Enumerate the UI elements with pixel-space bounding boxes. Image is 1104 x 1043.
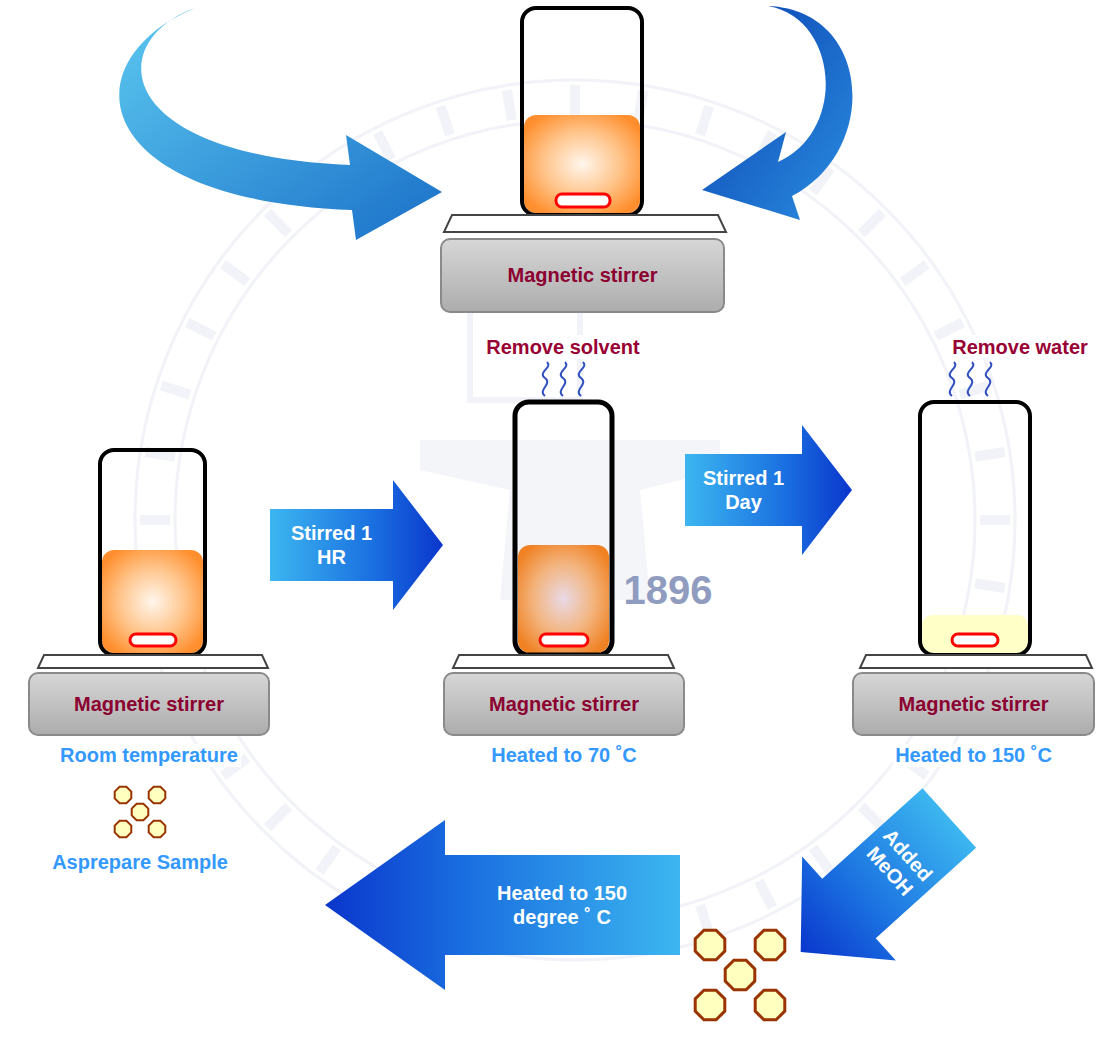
- process-note: Remove water: [949, 335, 1091, 359]
- crystal: [149, 821, 166, 838]
- device-label: Magnetic stirrer: [74, 693, 224, 716]
- beaker: [38, 450, 268, 668]
- stirrer-box: Magnetic stirrer: [440, 238, 725, 313]
- condition-caption: Heated to 150 ˚C: [892, 744, 1055, 767]
- arrow-label: Added MeOH: [852, 815, 945, 911]
- device-label: Magnetic stirrer: [507, 264, 657, 287]
- watermark-ray: [441, 106, 450, 135]
- process-arrow: [325, 820, 680, 990]
- crystal: [755, 930, 785, 960]
- crystal: [115, 787, 132, 804]
- crystal: [725, 960, 755, 990]
- watermark-text: 1896: [621, 566, 716, 614]
- stirrer-box: Magnetic stirrerHeated to 70 ˚C: [443, 672, 685, 736]
- watermark-ray: [223, 264, 247, 282]
- device-label: Magnetic stirrer: [489, 693, 639, 716]
- arrow-label: Stirred 1 HR: [282, 521, 382, 569]
- process-arrow: [270, 480, 443, 610]
- crystal-icon: [695, 930, 785, 1020]
- rotation-arrow: [119, 8, 442, 240]
- condition-caption: Heated to 70 ˚C: [488, 744, 640, 767]
- crystal: [695, 930, 725, 960]
- watermark-ray: [570, 85, 580, 115]
- process-note: Remove solvent: [483, 335, 642, 359]
- beaker: [453, 362, 674, 668]
- watermark-ray: [813, 848, 831, 872]
- watermark-ray: [759, 881, 773, 908]
- crystal: [755, 990, 785, 1020]
- crystal: [115, 821, 132, 838]
- condition-caption: Room temperature: [57, 744, 241, 767]
- watermark-ray: [861, 212, 882, 233]
- device-label: Magnetic stirrer: [898, 693, 1048, 716]
- beaker: [444, 8, 726, 232]
- watermark-ray: [861, 806, 882, 827]
- arrow-label: Stirred 1 Day: [694, 466, 794, 514]
- watermark-ray: [187, 323, 214, 337]
- watermark-ray: [319, 848, 337, 872]
- process-arrow: [754, 766, 996, 1004]
- crystal: [695, 990, 725, 1020]
- crystal: [149, 787, 166, 804]
- watermark-ray: [507, 90, 512, 120]
- watermark-ray: [975, 583, 1005, 588]
- process-arrow: [685, 425, 852, 555]
- watermark-ray: [267, 212, 288, 233]
- watermark-ray: [267, 806, 288, 827]
- watermark-ray: [145, 452, 175, 457]
- crystal-icon: [115, 787, 166, 838]
- watermark-ray: [161, 386, 190, 395]
- crystal: [132, 804, 149, 821]
- watermark-ray: [975, 452, 1005, 457]
- stirrer-box: Magnetic stirrerHeated to 150 ˚C: [852, 672, 1095, 736]
- beaker: [860, 362, 1092, 668]
- stirrer-box: Magnetic stirrerRoom temperature: [28, 672, 270, 736]
- watermark-ray: [700, 106, 709, 135]
- watermark-ray: [140, 515, 170, 525]
- rotation-arrow: [702, 6, 853, 220]
- watermark-ray: [980, 515, 1010, 525]
- watermark-ray: [960, 386, 989, 395]
- watermark-emblem: [135, 80, 1015, 960]
- arrow-label: Heated to 150 degree ˚ C: [489, 881, 635, 929]
- product-label: Asprepare Sample: [49, 850, 231, 874]
- watermark-ray: [903, 264, 927, 282]
